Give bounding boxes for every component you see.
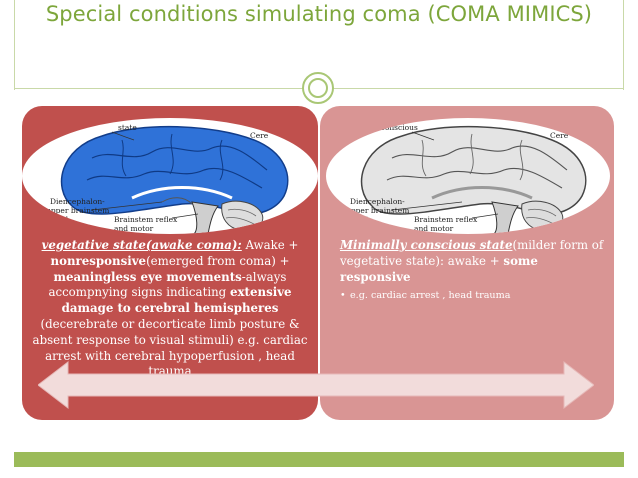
brain-label-conscious: y conscious <box>373 123 418 132</box>
vegetative-state-heading: vegetative state(awake coma): <box>41 238 242 252</box>
minimally-conscious-panel: y conscious Cere Diencephalon- upper bra… <box>320 106 614 420</box>
text-segment: (decerebrate or decorticate limb posture… <box>32 316 308 379</box>
text-segment: (milder form of vegetative state): awake… <box>340 238 604 268</box>
brain-grey-cortex-icon: y conscious Cere Diencephalon- upper bra… <box>345 123 587 234</box>
text-segment: -always accompnying signs indicating <box>48 269 287 300</box>
minimally-conscious-heading: Minimally conscious state <box>340 238 513 252</box>
slide-title: Special conditions simulating coma (COMA… <box>45 2 593 26</box>
minimally-conscious-description: Minimally conscious state(milder form of… <box>340 238 610 302</box>
text-eye-movements: meaningless eye movements <box>53 269 242 284</box>
brain-label-cere: Cere <box>250 131 269 140</box>
brain-label-cere: Cere <box>550 131 569 140</box>
text-extensive-damage: extensive damage to cerebral hemispheres <box>61 285 292 316</box>
vegetative-state-description: vegetative state(awake coma): Awake + no… <box>26 238 314 380</box>
brain-blue-cortex-icon: state Cere Diencephalon- upper brainstem… <box>45 123 289 234</box>
title-frame <box>14 0 624 90</box>
bullet-icon: • <box>340 290 346 302</box>
brain-grey-cortex-image: y conscious Cere Diencephalon- upper bra… <box>326 118 610 234</box>
brain-label-brainstem-reflex: Brainstem reflex <box>114 215 178 224</box>
text-segment: (emerged from coma) + <box>146 253 290 268</box>
brain-label-diencephalon: Diencephalon- <box>350 197 405 206</box>
brain-label-visual: visual <box>45 215 69 224</box>
brain-label-upper-brainstem: upper brainstem <box>46 206 109 215</box>
brain-label-and-motor: and motor <box>414 224 454 233</box>
text-nonresponsive: nonresponsive <box>50 253 147 268</box>
text-some-responsive: some responsive <box>340 253 538 284</box>
brain-blue-cortex-image: state Cere Diencephalon- upper brainstem… <box>22 118 318 234</box>
example-bullet: • e.g. cardiac arrest , head trauma <box>340 289 610 302</box>
double-headed-arrow-icon <box>38 360 594 410</box>
text-segment: Awake + <box>241 238 299 252</box>
brain-label-and-motor: and motor <box>114 224 154 233</box>
brain-label-upper-brainstem: upper brainstem <box>346 206 409 215</box>
vegetative-state-panel: state Cere Diencephalon- upper brainstem… <box>22 106 318 420</box>
footer-bar <box>14 452 624 467</box>
circle-ornament-icon <box>302 72 334 104</box>
brain-label-diencephalon: Diencephalon- <box>50 197 105 206</box>
brain-label-state: state <box>118 123 137 132</box>
brain-label-brainstem-reflex: Brainstem reflex <box>414 215 478 224</box>
brain-label-visual: visual <box>345 215 369 224</box>
bullet-text: e.g. cardiac arrest , head trauma <box>350 290 511 302</box>
